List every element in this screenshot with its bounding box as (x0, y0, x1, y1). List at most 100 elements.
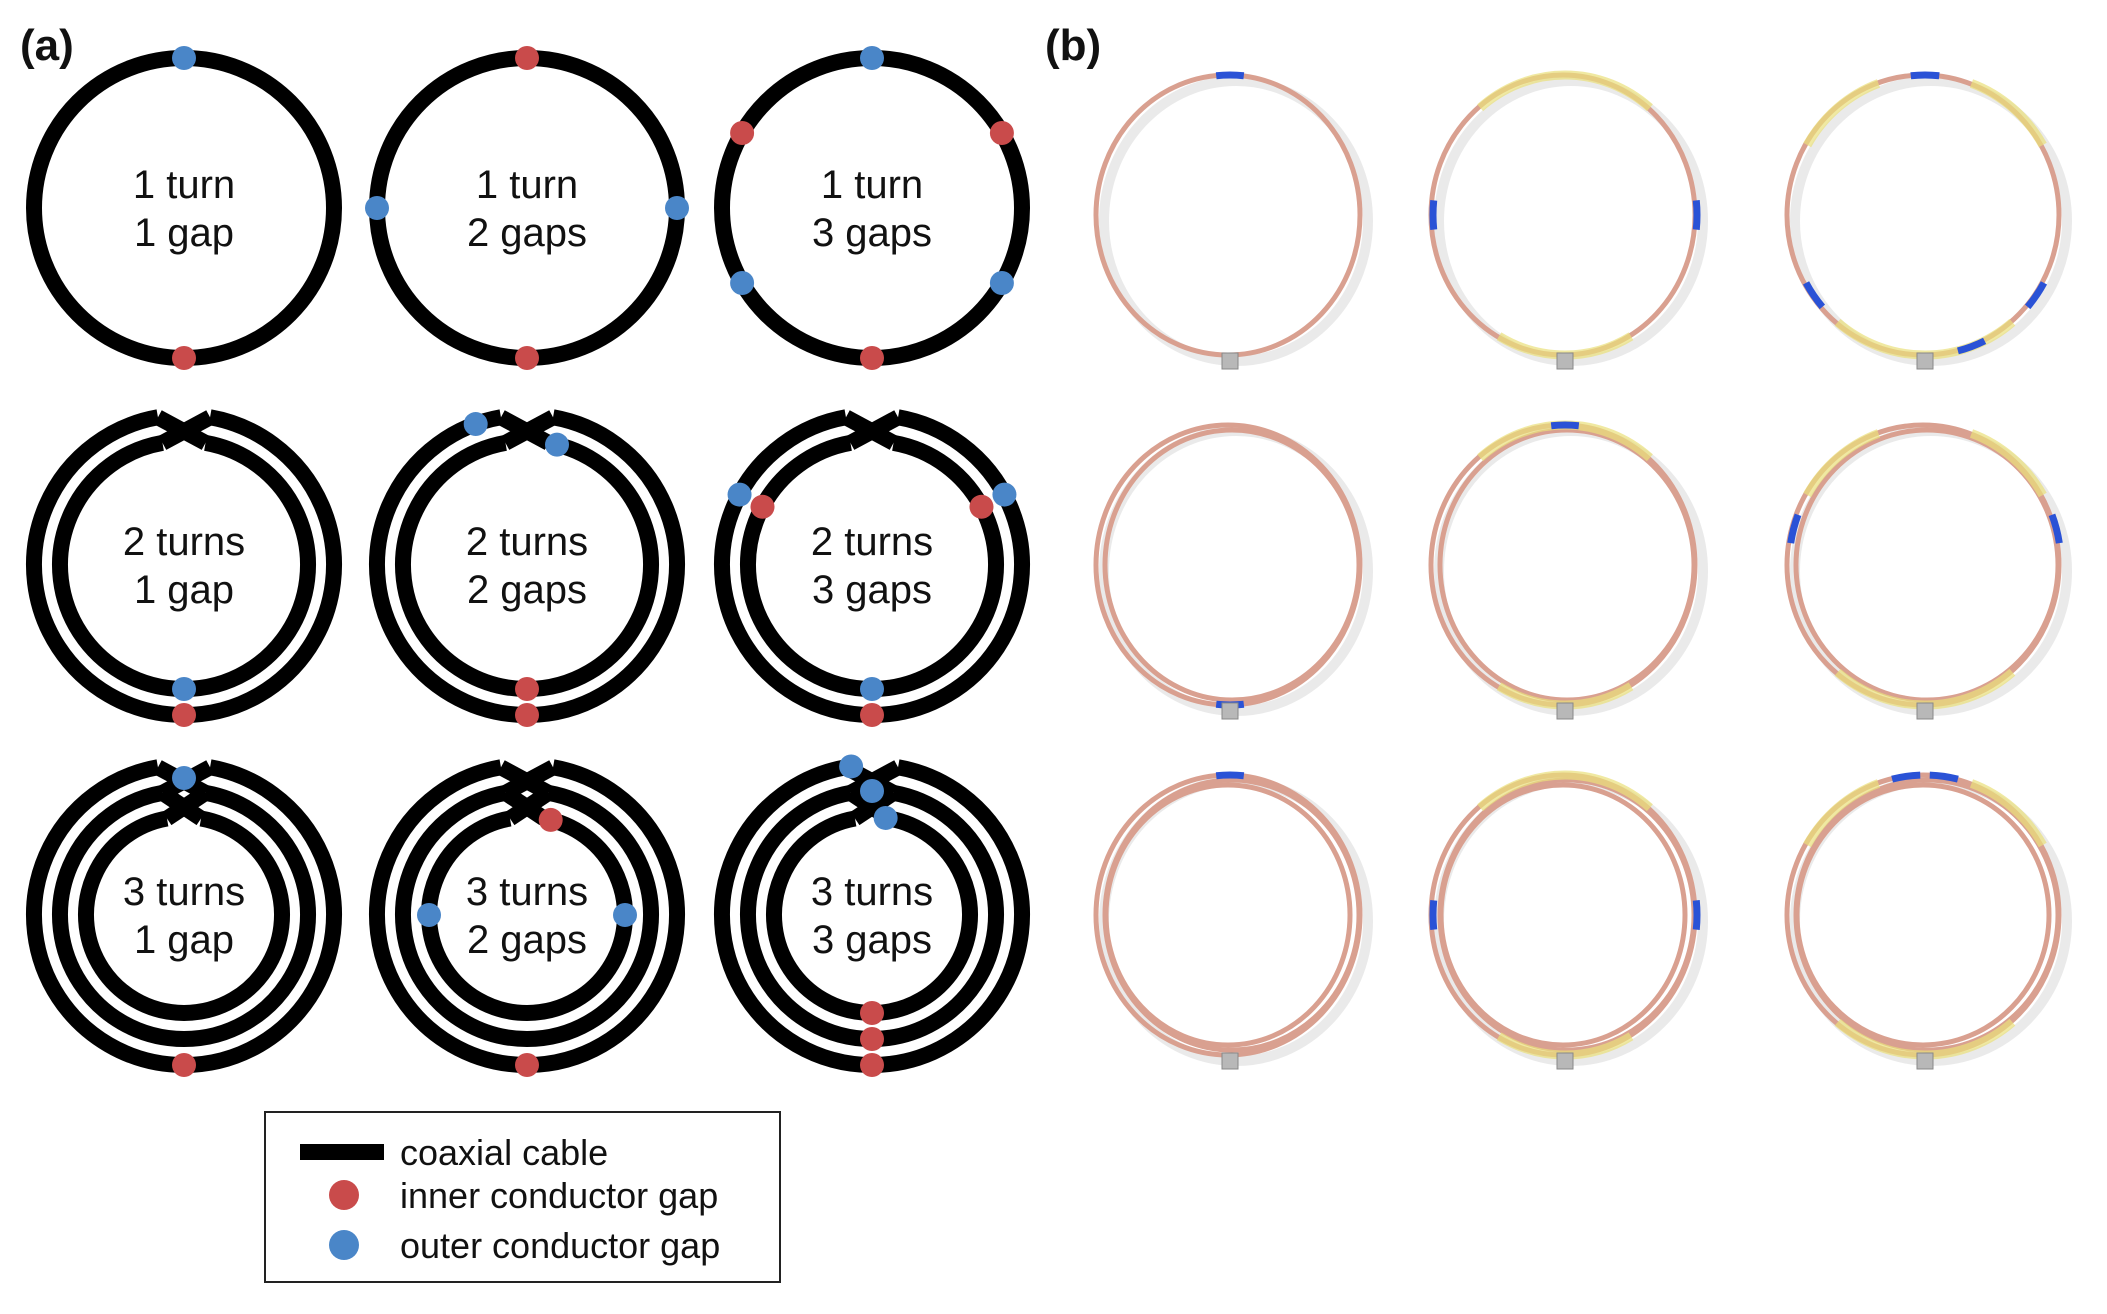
outer-gap-dot (873, 805, 898, 830)
inner-gap-dot (515, 346, 539, 370)
coil-label-gaps: 3 gaps (812, 568, 932, 612)
photo-wire-turn (1793, 427, 2061, 703)
photo-connector (1221, 702, 1239, 720)
cable-turn-3 (421, 810, 633, 1021)
coil-photo-8 (1428, 770, 1708, 1070)
coil-label-turns: 2 turns (123, 520, 245, 564)
outer-gap-dot (989, 271, 1014, 295)
inner-gap-dot (515, 1053, 539, 1077)
cable-turn-3 (78, 810, 290, 1021)
legend-outer-label: outer conductor gap (400, 1225, 720, 1266)
inner-gap-dot (989, 121, 1014, 145)
coil-photo-9 (1784, 771, 2072, 1070)
coil-label-gaps: 2 gaps (467, 568, 587, 612)
legend-inner-label: inner conductor gap (400, 1175, 718, 1216)
coil-photo-7 (1093, 771, 1373, 1070)
photo-tape (1891, 771, 1921, 783)
photo-connector (1221, 352, 1239, 370)
coil-label-turns: 2 turns (811, 520, 933, 564)
outer-gap-dot (172, 46, 196, 70)
inner-gap-dot (515, 46, 539, 70)
photo-sleeve (1803, 79, 1881, 148)
outer-gap-dot (665, 196, 689, 220)
photo-tape (2048, 513, 2063, 544)
outer-gap-dot (860, 46, 884, 70)
photo-wire-turn (1102, 427, 1362, 703)
coil-label-turns: 1 turn (821, 163, 923, 207)
photo-wire-turn (1437, 427, 1697, 703)
cable-turn-1 (714, 409, 1030, 723)
outer-gap-dot (860, 677, 884, 701)
cable-turn-2 (52, 435, 316, 697)
cable-turn-1 (26, 50, 342, 366)
photo-tape (1929, 771, 1959, 783)
photo-tape (1956, 337, 1987, 355)
outer-gap-dot (727, 482, 752, 507)
photo-tape (1802, 281, 1826, 310)
outer-gap-dot (839, 754, 864, 779)
outer-gap-dot (172, 766, 196, 790)
inner-gap-dot (515, 677, 539, 701)
photo-connector (1556, 1052, 1574, 1070)
inner-gap-dot (538, 807, 563, 832)
coil-label-turns: 3 turns (123, 870, 245, 914)
cable-turn-3 (766, 810, 978, 1021)
photo-tape (1692, 200, 1701, 230)
photo-connector (1916, 352, 1934, 370)
inner-gap-dot (860, 346, 884, 370)
photo-sleeve (1969, 429, 2047, 498)
outer-gap-dot (417, 903, 441, 927)
cable-crossover (846, 410, 902, 450)
outer-gap-dot (613, 903, 637, 927)
photo-connector (1556, 352, 1574, 370)
photo-wire-turn (1438, 782, 1688, 1048)
coil-photo-4 (1093, 422, 1373, 720)
outer-gap-dot (172, 677, 196, 701)
coil-photo-1 (1093, 71, 1373, 370)
cable-crossover (850, 786, 898, 826)
outer-gap-dot (860, 779, 884, 803)
coil-photo-3 (1784, 71, 2072, 370)
photo-wire-turn (1103, 782, 1353, 1048)
inner-gap-dot (730, 121, 755, 145)
inner-gap-dot (969, 494, 994, 519)
coil-label-gaps: 2 gaps (467, 211, 587, 255)
photo-tape (1787, 513, 1802, 544)
photo-tape (1429, 900, 1438, 930)
photo-wire-turn (1794, 782, 2052, 1048)
photo-tape (1429, 200, 1438, 230)
outer-gap-dot (544, 432, 569, 457)
cable-crossover (505, 786, 553, 826)
cable-crossover (162, 786, 210, 826)
cable-turn-1 (369, 50, 685, 366)
coil-label-turns: 1 turn (133, 163, 235, 207)
photo-sleeve (1477, 70, 1653, 112)
inner-gap-dot (860, 1001, 884, 1025)
coil-photo-6 (1784, 422, 2072, 720)
cable-turn-2 (395, 435, 659, 697)
photo-wire-turn (1428, 72, 1698, 358)
cable-crossover (158, 410, 214, 450)
photo-sleeve (1969, 79, 2047, 148)
legend-outer-dot (329, 1230, 359, 1260)
photo-connector (1916, 702, 1934, 720)
photo-coils (1093, 70, 2072, 1070)
inner-gap-dot (860, 1027, 884, 1051)
photo-connector (1556, 702, 1574, 720)
photo-tape (1550, 421, 1580, 430)
coil-label-gaps: 1 gap (134, 918, 234, 962)
cable-turn-1 (714, 50, 1030, 366)
outer-gap-dot (463, 412, 488, 437)
coil-photo-2 (1428, 70, 1708, 370)
coil-label-gaps: 1 gap (134, 211, 234, 255)
